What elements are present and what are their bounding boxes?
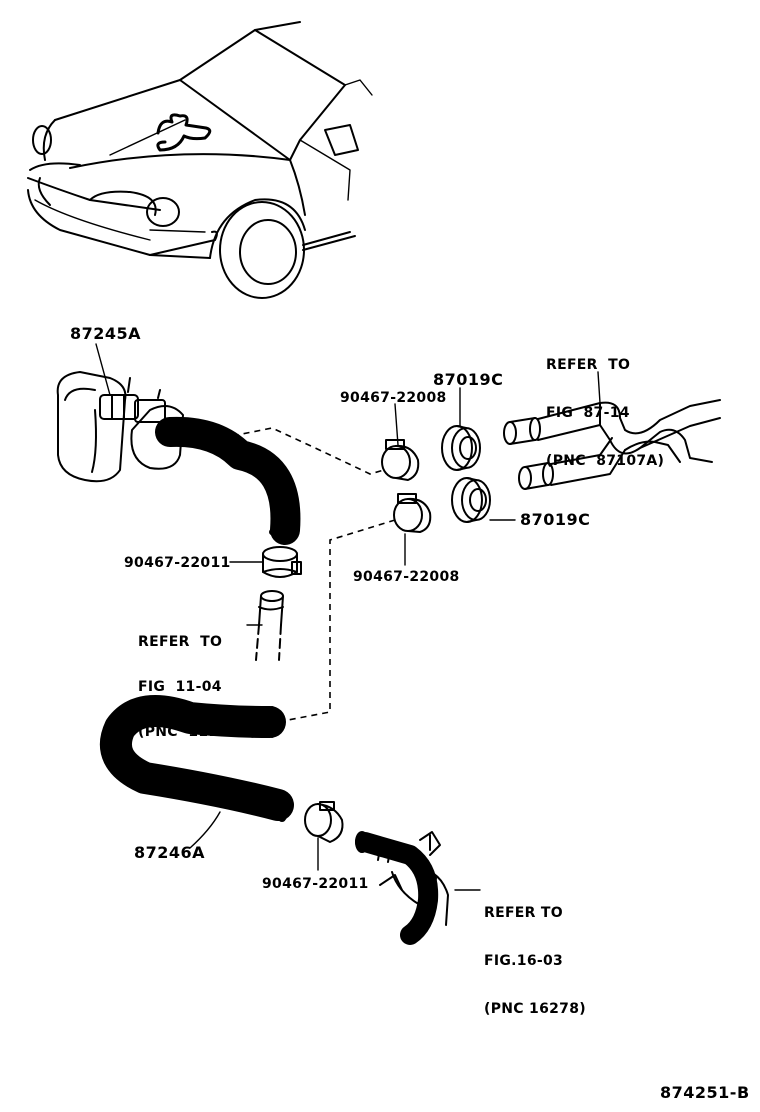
refer-11-04-line3: (PNC 11101G) <box>138 724 257 740</box>
label-87019c-upper: 87019C <box>433 370 504 389</box>
label-90467-22011-mid: 90467-22011 <box>124 555 231 571</box>
label-87245a: 87245A <box>70 324 142 343</box>
refer-fig-87-14: REFER TO FIG 87-14 (PNC 87107A) <box>546 325 664 485</box>
clamp-bottom-drawing <box>304 801 344 843</box>
grommet-lower-drawing <box>451 477 491 523</box>
dashed-line-lower <box>287 519 396 721</box>
clamp-mid-left-drawing <box>262 546 302 578</box>
dashed-line-upper <box>221 427 385 475</box>
refer-11-04-line1: REFER TO <box>138 634 223 650</box>
refer-16-03-line1: REFER TO <box>484 905 563 921</box>
heater-pipe-drawing <box>355 831 449 945</box>
refer-16-03-line3: (PNC 16278) <box>484 1001 586 1017</box>
label-90467-22008-upper: 90467-22008 <box>340 390 447 406</box>
heater-pipes-drawing <box>503 399 721 490</box>
refer-fig-16-03: REFER TO FIG.16-03 (PNC 16278) <box>484 873 586 1033</box>
illustration-id: 874251-B <box>660 1083 750 1102</box>
hose-87246a-drawing <box>100 694 294 822</box>
label-87246a: 87246A <box>134 843 206 862</box>
label-90467-22008-lower: 90467-22008 <box>353 569 460 585</box>
clamp-lower-right-drawing <box>393 493 432 533</box>
refer-87-14-line1: REFER TO <box>546 357 631 373</box>
hose-87245a-drawing <box>56 371 301 545</box>
refer-87-14-line3: (PNC 87107A) <box>546 453 665 469</box>
refer-87-14-line2: FIG 87-14 <box>546 405 630 421</box>
refer-16-03-line2: FIG.16-03 <box>484 953 564 969</box>
refer-11-04-line2: FIG 11-04 <box>138 679 222 695</box>
label-90467-22011-bottom: 90467-22011 <box>262 876 369 892</box>
leader-lines <box>95 343 601 891</box>
refer-fig-11-04: REFER TO FIG 11-04 (PNC 11101G) <box>138 605 257 755</box>
label-87019c-lower: 87019C <box>520 510 591 529</box>
car-illustration <box>27 21 373 299</box>
pipe-11-04-drawing <box>255 590 284 661</box>
clamp-upper-right-drawing <box>381 439 420 481</box>
grommet-upper-drawing <box>441 425 481 471</box>
